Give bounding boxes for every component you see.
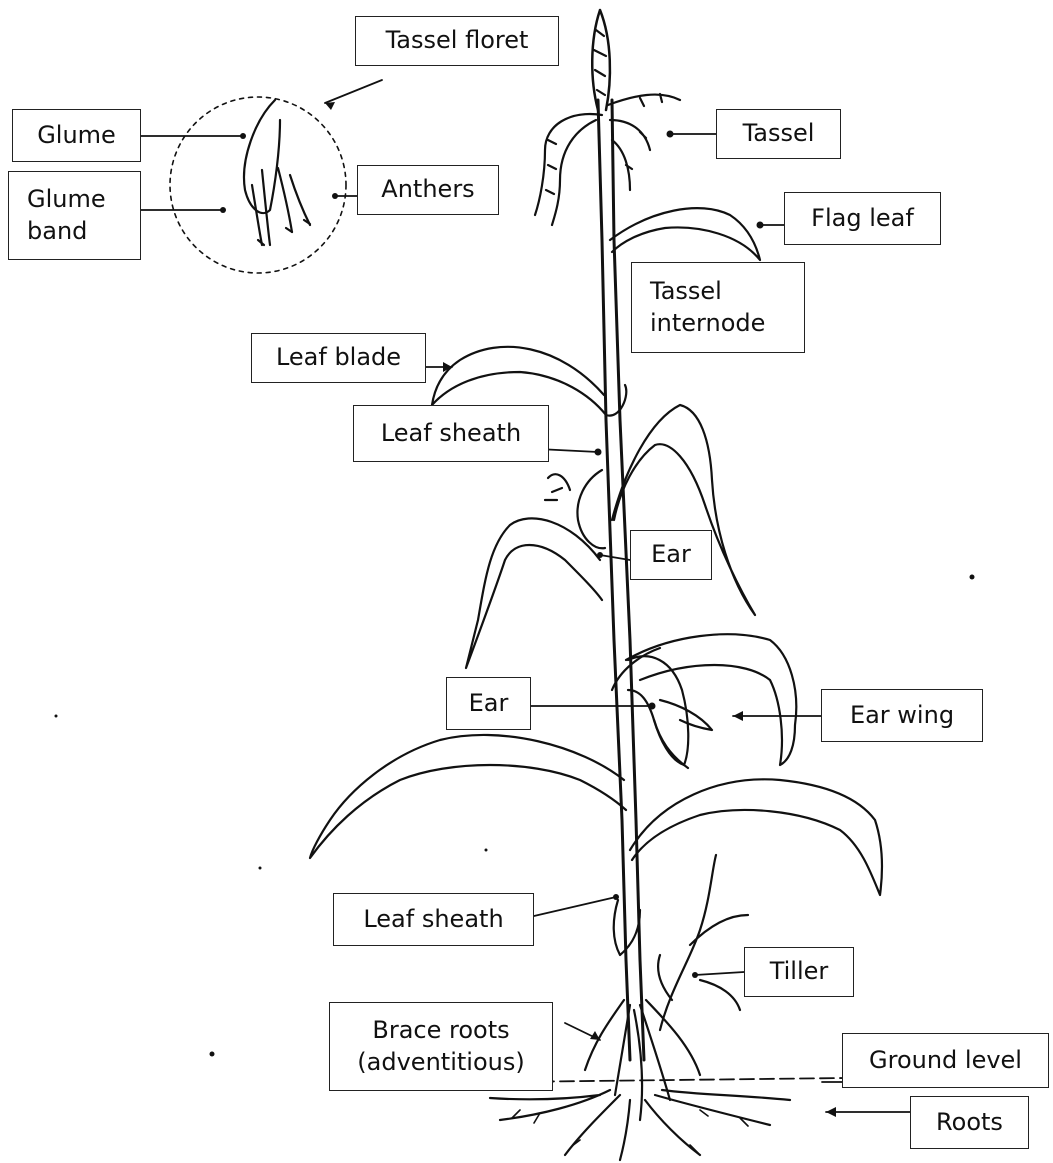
label-leaf-blade: Leaf blade bbox=[251, 333, 426, 383]
label-ear-upper: Ear bbox=[630, 530, 712, 580]
label-ear-lower: Ear bbox=[446, 677, 531, 730]
label-leaf-sheath-upper: Leaf sheath bbox=[353, 405, 549, 462]
leaf-left-middle bbox=[466, 518, 602, 668]
label-brace-roots-line1: Brace roots bbox=[372, 1015, 509, 1046]
label-tassel-floret: Tassel floret bbox=[355, 16, 559, 66]
label-brace-roots-line2: (adventitious) bbox=[357, 1047, 524, 1078]
label-glume-band-line1: Glume bbox=[27, 184, 106, 215]
anthers-shape bbox=[252, 168, 310, 245]
glume-shape bbox=[244, 100, 280, 213]
leaf-left-lower bbox=[310, 735, 626, 858]
tassel-spike bbox=[592, 10, 610, 110]
flag-leaf bbox=[610, 208, 760, 260]
label-glume-band: Glume band bbox=[8, 171, 141, 260]
ear-upper-shape bbox=[577, 470, 605, 548]
label-flag-leaf: Flag leaf bbox=[784, 192, 941, 245]
label-tassel-internode-line2: internode bbox=[650, 308, 765, 339]
label-tassel: Tassel bbox=[716, 109, 841, 159]
label-leaf-sheath-lower: Leaf sheath bbox=[333, 893, 534, 946]
tassel-branch-right bbox=[608, 94, 680, 190]
label-tassel-internode: Tassel internode bbox=[631, 262, 805, 353]
label-tiller: Tiller bbox=[744, 947, 854, 997]
tiller-shape bbox=[658, 855, 748, 1030]
roots-shape bbox=[490, 1090, 790, 1160]
label-anthers: Anthers bbox=[357, 165, 499, 215]
label-ear-wing: Ear wing bbox=[821, 689, 983, 742]
label-brace-roots: Brace roots (adventitious) bbox=[329, 1002, 553, 1091]
label-tassel-internode-line1: Tassel bbox=[650, 276, 722, 307]
tassel-branch-left bbox=[535, 114, 602, 225]
label-glume-band-line2: band bbox=[27, 216, 87, 247]
label-roots: Roots bbox=[910, 1096, 1029, 1149]
label-glume: Glume bbox=[12, 109, 141, 162]
leaf-sheath-lower-shape bbox=[614, 900, 640, 955]
leaf-right-upper bbox=[612, 405, 755, 615]
leaf-right-middle bbox=[626, 634, 796, 765]
label-ground-level: Ground level bbox=[842, 1033, 1049, 1088]
leaf-right-lower bbox=[630, 779, 882, 895]
